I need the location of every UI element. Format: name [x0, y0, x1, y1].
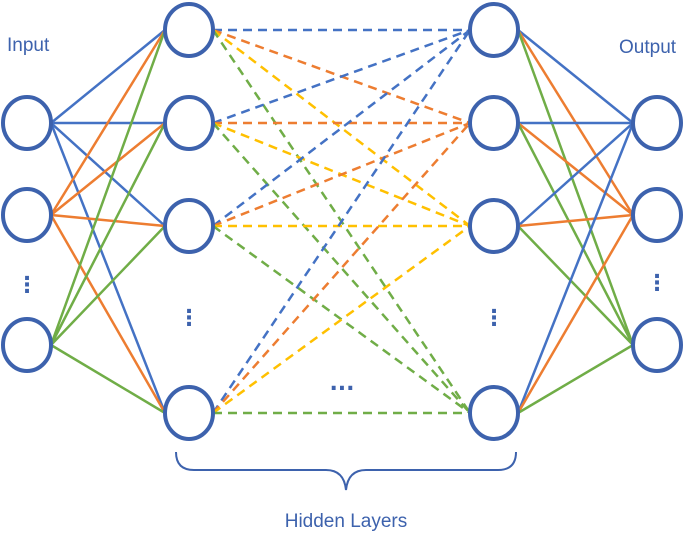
h2-node-1 — [468, 2, 520, 58]
edge-hidden1-4-hidden2-1 — [211, 29, 472, 414]
edge-hidden2-1-output-1 — [517, 29, 634, 124]
edge-hidden2-2-output-2 — [517, 122, 634, 216]
hidden2-ellipsis: ⋮ — [483, 306, 505, 331]
h1-node-2 — [163, 95, 215, 151]
hidden-horizontal-ellipsis: ... — [329, 371, 354, 396]
edge-input-3-hidden1-1 — [49, 29, 167, 346]
output-label: Output — [619, 37, 677, 58]
output-node-2 — [631, 187, 683, 243]
hidden-layers-brace — [175, 451, 517, 491]
edge-hidden2-2-output-3 — [516, 122, 635, 346]
edge-hidden2-3-output-1 — [517, 122, 634, 227]
edge-input-1-hidden1-3 — [50, 122, 166, 227]
edge-input-1-hidden1-4 — [49, 122, 167, 414]
h1-node-1 — [163, 2, 215, 58]
edge-hidden1-4-hidden2-3 — [212, 224, 471, 415]
input-label: Input — [7, 35, 50, 56]
edge-input-1-hidden1-1 — [50, 29, 166, 124]
edge-input-2-hidden1-2 — [50, 122, 166, 216]
edge-input-3-hidden1-4 — [50, 343, 166, 415]
edges-layer — [49, 28, 635, 415]
h2-node-2 — [468, 95, 520, 151]
h1-node-4 — [163, 385, 215, 441]
edge-hidden2-4-output-1 — [516, 122, 635, 414]
output-node-1 — [631, 95, 683, 151]
h2-node-3 — [468, 198, 520, 254]
edge-input-2-hidden1-3 — [50, 213, 166, 228]
edge-hidden1-1-hidden2-3 — [212, 29, 471, 227]
edge-hidden2-3-output-3 — [517, 225, 634, 346]
output-node-3 — [631, 317, 683, 373]
edge-hidden1-3-hidden2-2 — [212, 121, 471, 228]
edge-hidden2-4-output-3 — [517, 343, 634, 415]
input-node-2 — [1, 187, 53, 243]
h1-node-3 — [163, 198, 215, 254]
h2-node-4 — [468, 385, 520, 441]
edge-hidden1-2-hidden2-4 — [212, 122, 471, 414]
edge-hidden1-3-hidden2-1 — [212, 29, 471, 227]
hidden1-ellipsis: ⋮ — [178, 306, 200, 331]
edge-input-2-hidden1-1 — [49, 29, 167, 216]
edge-hidden1-2-hidden2-1 — [212, 28, 471, 125]
input-ellipsis: ⋮ — [16, 273, 38, 298]
edge-input-2-hidden1-4 — [49, 214, 167, 414]
edge-hidden2-3-output-2 — [517, 213, 634, 228]
edge-hidden1-4-hidden2-2 — [212, 122, 471, 414]
edge-hidden2-4-output-2 — [516, 214, 635, 414]
output-ellipsis: ⋮ — [646, 271, 668, 296]
input-node-1 — [1, 95, 53, 151]
nodes-layer — [1, 2, 683, 441]
hidden-layers-label: Hidden Layers — [285, 511, 408, 532]
edge-input-3-hidden1-3 — [50, 225, 166, 346]
input-node-3 — [1, 317, 53, 373]
edge-hidden2-1-output-3 — [516, 29, 635, 346]
edge-input-3-hidden1-2 — [49, 122, 167, 346]
